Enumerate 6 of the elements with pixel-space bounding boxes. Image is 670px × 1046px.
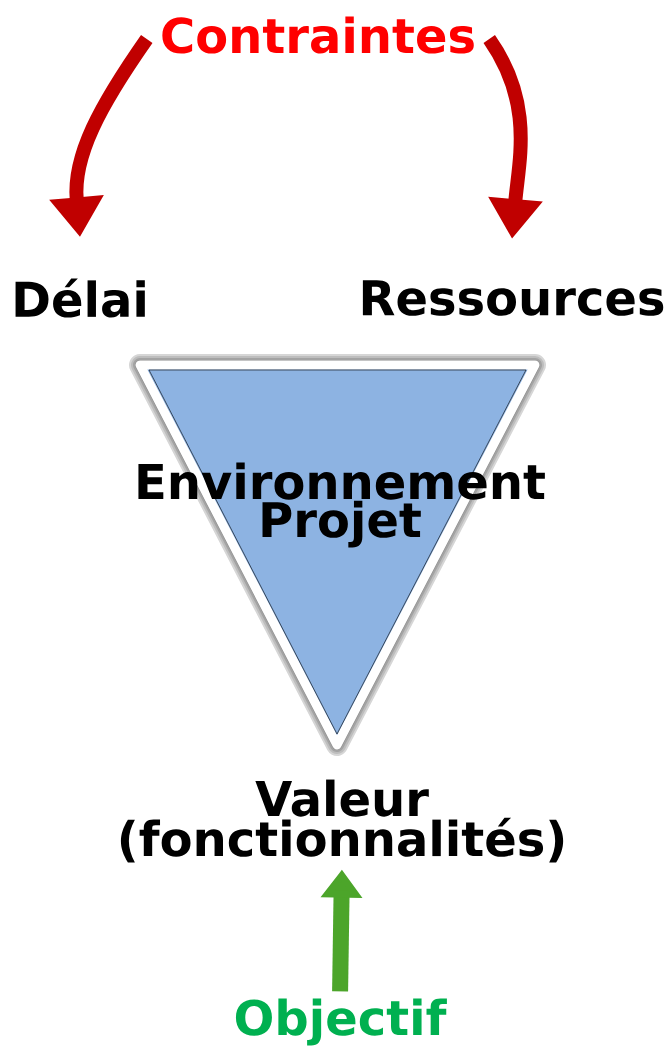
triangle: Environnement Projet [129,354,546,756]
label-text: Ressources [362,280,664,316]
label-text: Valeur (fonctionnalités) [120,779,564,863]
title-text: Contraintes [162,16,474,54]
label-text: Objectif [235,998,447,1046]
label-text: Délai [15,278,145,318]
